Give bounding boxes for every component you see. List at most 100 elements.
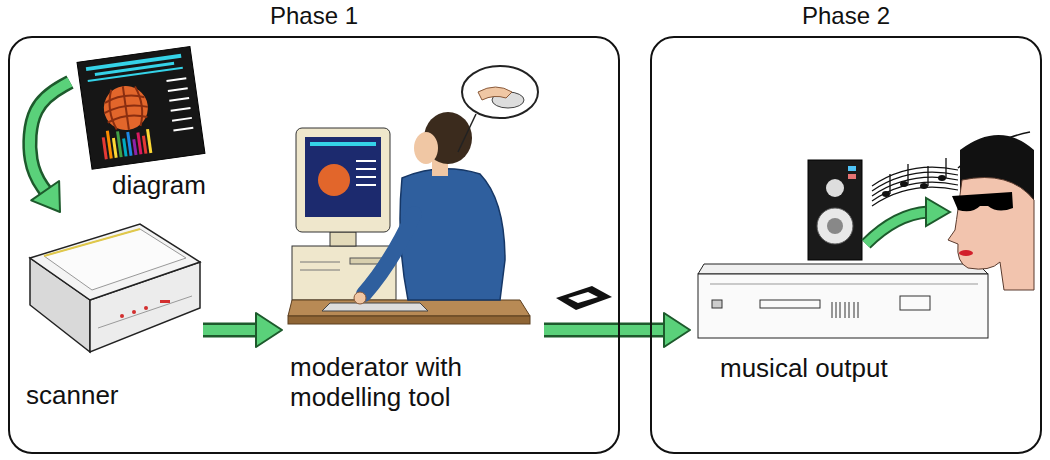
music-notes — [938, 175, 946, 181]
computer-workstation — [310, 142, 376, 146]
scanner-drawing — [30, 224, 200, 300]
scanner-drawing — [160, 300, 170, 303]
listener-face — [960, 135, 1034, 262]
loudspeaker — [827, 218, 843, 234]
floppy-disk — [556, 286, 612, 310]
diagram-sheet — [126, 132, 132, 156]
diagram-sheet — [146, 129, 152, 153]
computer-workstation — [414, 132, 438, 164]
flow-arrow — [30, 82, 70, 212]
diagram-sheet — [102, 137, 108, 159]
phase-panel: Phase 1diagramscannermoderator with mode… — [8, 36, 620, 454]
computer-workstation — [296, 128, 390, 232]
diagram-sheet — [112, 138, 118, 158]
sound-arrow — [866, 212, 928, 244]
item-label: diagram — [112, 170, 206, 200]
phase-title: Phase 2 — [652, 2, 1040, 30]
item-label: scanner — [26, 380, 119, 410]
item-label: moderator with modelling tool — [290, 352, 510, 412]
diagram-sheet — [132, 139, 137, 155]
diagram-sheet — [86, 54, 182, 71]
player-device — [760, 300, 820, 308]
diagram-sheet — [106, 131, 113, 159]
loudspeaker — [848, 174, 856, 179]
computer-workstation — [462, 66, 538, 118]
arrow-head — [256, 313, 282, 347]
diagram-item: diagram — [70, 42, 235, 206]
diagram-sheet — [136, 132, 142, 154]
scanner-drawing — [90, 262, 200, 352]
arrow-shaft — [203, 325, 256, 335]
scanner-drawing — [144, 306, 148, 310]
output-item: musical output — [690, 135, 1038, 395]
scanner-drawing — [120, 314, 124, 318]
diagram-sheet — [88, 67, 183, 82]
sound-arrow — [866, 212, 928, 244]
phase-title: Phase 1 — [10, 2, 618, 30]
phase-panel: Phase 2musical output — [650, 36, 1042, 454]
listener-face — [948, 135, 1034, 290]
music-notes — [920, 183, 928, 189]
music-notes — [872, 167, 958, 206]
music-notes — [872, 132, 1030, 206]
computer-workstation — [288, 66, 538, 324]
floppy-disk — [556, 286, 612, 310]
music-notes — [958, 132, 1030, 168]
scanner-drawing — [44, 229, 140, 256]
diagram-sheet — [169, 97, 189, 102]
computer-workstation — [288, 300, 530, 316]
scanner-drawing — [132, 310, 136, 314]
scanner-drawing — [30, 258, 90, 352]
loudspeaker — [848, 166, 856, 171]
player-device — [698, 264, 988, 274]
item-label: musical output — [720, 353, 888, 383]
arrow-head — [664, 313, 690, 347]
loudspeaker — [808, 160, 862, 260]
computer-workstation — [458, 114, 476, 152]
computer-workstation — [300, 270, 340, 271]
computer-workstation — [330, 232, 356, 246]
diagram-sheet — [172, 117, 192, 122]
computer-workstation — [318, 164, 350, 196]
diagram-sheet — [168, 87, 188, 92]
diagram-sheet — [142, 136, 147, 154]
music-notes — [890, 158, 946, 194]
arrow-shaft — [544, 325, 664, 335]
player-device — [900, 296, 930, 310]
diagram-sheet — [102, 93, 149, 123]
computer-workstation — [356, 168, 376, 170]
diagram-sheet — [171, 107, 191, 112]
computer-workstation — [288, 316, 530, 324]
computer-workstation — [424, 112, 472, 164]
loudspeaker — [808, 160, 862, 260]
listener-face — [952, 192, 1013, 211]
listener-face — [959, 250, 973, 256]
sound-arrow — [926, 198, 950, 226]
floppy-disk — [568, 292, 598, 303]
moderator-item: moderator with modelling tool — [282, 60, 544, 420]
diagram-sheet — [107, 84, 145, 132]
computer-workstation — [492, 92, 524, 108]
diagram-sheet — [122, 138, 127, 156]
diagram-sheet — [166, 77, 186, 82]
player-device — [832, 302, 858, 318]
computer-workstation — [354, 292, 366, 304]
scanner-drawing — [30, 224, 200, 352]
computer-workstation — [432, 160, 448, 176]
computer-workstation — [300, 262, 340, 263]
diagram-sheet — [95, 62, 175, 76]
arrow-outline — [544, 323, 664, 338]
computer-workstation — [292, 246, 396, 300]
computer-workstation — [478, 87, 512, 100]
diagram-sheet — [116, 131, 123, 157]
flow-arrow — [203, 313, 282, 347]
diagram-sheet — [77, 46, 205, 169]
player-device — [698, 264, 988, 338]
computer-workstation — [356, 176, 376, 178]
arrow-head — [31, 181, 60, 212]
loudspeaker — [826, 179, 844, 197]
scanner-item: scanner — [18, 212, 203, 417]
